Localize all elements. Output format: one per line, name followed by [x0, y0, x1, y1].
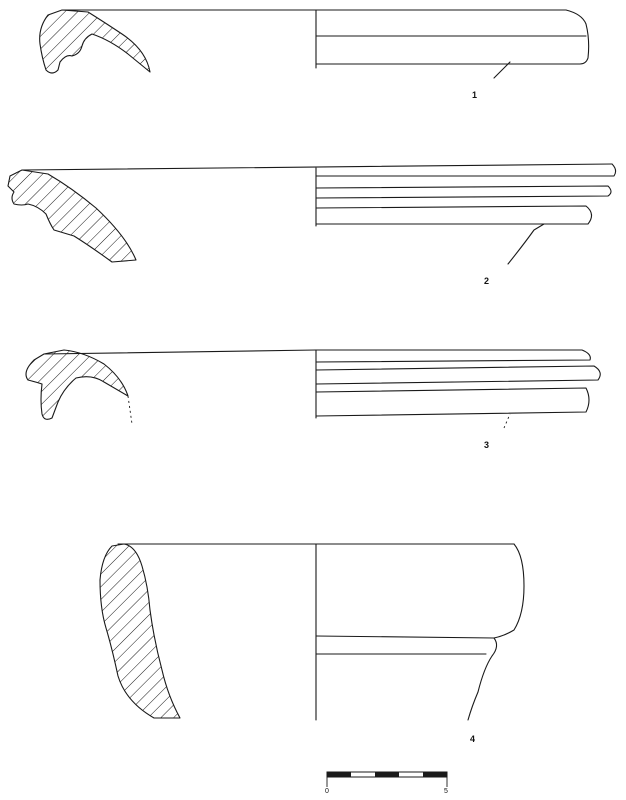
figure-3-label: 3: [484, 440, 489, 450]
scale-bar: 0 5: [325, 771, 448, 795]
figure-4: 4: [99, 543, 525, 744]
fig3-section: [25, 349, 129, 420]
figure-2-label: 2: [484, 276, 489, 286]
figure-4-label: 4: [470, 734, 475, 744]
figure-1-label: 1: [472, 90, 477, 100]
fig2-section: [7, 169, 137, 263]
fig1-section: [39, 9, 151, 74]
scale-end-label: 5: [444, 788, 448, 795]
scale-start-label: 0: [325, 788, 329, 795]
figure-1: 1: [39, 9, 590, 100]
figure-2: 2: [7, 163, 617, 286]
fig4-section: [99, 543, 181, 719]
figure-3: 3: [25, 349, 601, 450]
